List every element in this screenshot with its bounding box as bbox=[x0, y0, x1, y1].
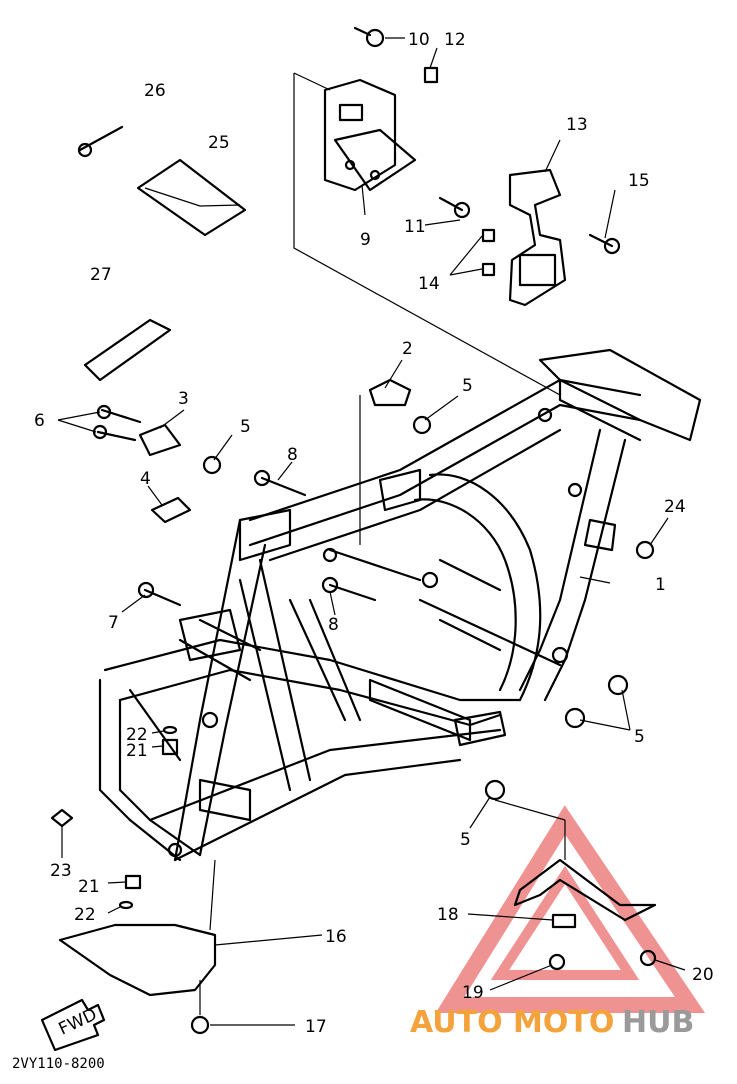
callout-18: 18 bbox=[437, 905, 459, 925]
callout-1: 1 bbox=[655, 575, 666, 595]
callout-12: 12 bbox=[444, 30, 466, 50]
callout-5a: 5 bbox=[462, 376, 473, 396]
ecu-bracket bbox=[508, 168, 567, 307]
callout-22b: 22 bbox=[74, 905, 96, 925]
callout-22a: 22 bbox=[126, 725, 148, 745]
callout-numbers: 1 2 3 4 5 5 5 5 6 7 8 8 9 10 12 13 11 14… bbox=[34, 30, 714, 1037]
callout-6: 6 bbox=[34, 411, 45, 431]
hardware bbox=[50, 26, 657, 1035]
battery-bracket bbox=[323, 78, 417, 192]
callout-2: 2 bbox=[402, 339, 413, 359]
fwd-arrow: FWD bbox=[40, 998, 106, 1052]
watermark-moto: MOTO bbox=[513, 1005, 614, 1040]
callout-16: 16 bbox=[325, 927, 347, 947]
watermark-triangle bbox=[435, 805, 706, 1013]
callout-3: 3 bbox=[178, 389, 189, 409]
callout-14: 14 bbox=[418, 274, 440, 294]
callout-8a: 8 bbox=[287, 445, 298, 465]
callout-20: 20 bbox=[692, 965, 714, 985]
assembly-group-lines bbox=[293, 72, 561, 545]
watermark-hub: HUB bbox=[622, 1005, 694, 1040]
leader-lines bbox=[57, 37, 686, 1026]
callout-13: 13 bbox=[566, 115, 588, 135]
callout-7: 7 bbox=[108, 613, 119, 633]
callout-11: 11 bbox=[404, 217, 426, 237]
watermark-logo: AUTO MOTO HUB bbox=[410, 1005, 694, 1040]
callout-4: 4 bbox=[140, 469, 151, 489]
main-frame bbox=[98, 348, 702, 862]
callout-23: 23 bbox=[50, 861, 72, 881]
callout-5c: 5 bbox=[634, 727, 645, 747]
callout-21b: 21 bbox=[78, 877, 100, 897]
callout-26: 26 bbox=[144, 81, 166, 101]
callout-17: 17 bbox=[305, 1017, 327, 1037]
callout-8b: 8 bbox=[328, 615, 339, 635]
callout-19: 19 bbox=[462, 983, 484, 1003]
callout-21a: 21 bbox=[126, 741, 148, 761]
callout-9: 9 bbox=[360, 230, 371, 250]
drawing-code: 2VY110-8200 bbox=[12, 1056, 105, 1072]
callout-5b: 5 bbox=[240, 417, 251, 437]
callout-25: 25 bbox=[208, 133, 230, 153]
callout-24: 24 bbox=[664, 497, 686, 517]
callout-27: 27 bbox=[90, 265, 112, 285]
callout-5d: 5 bbox=[460, 830, 471, 850]
watermark-auto: AUTO bbox=[410, 1005, 503, 1040]
callout-15: 15 bbox=[628, 171, 650, 191]
callout-10: 10 bbox=[408, 30, 430, 50]
